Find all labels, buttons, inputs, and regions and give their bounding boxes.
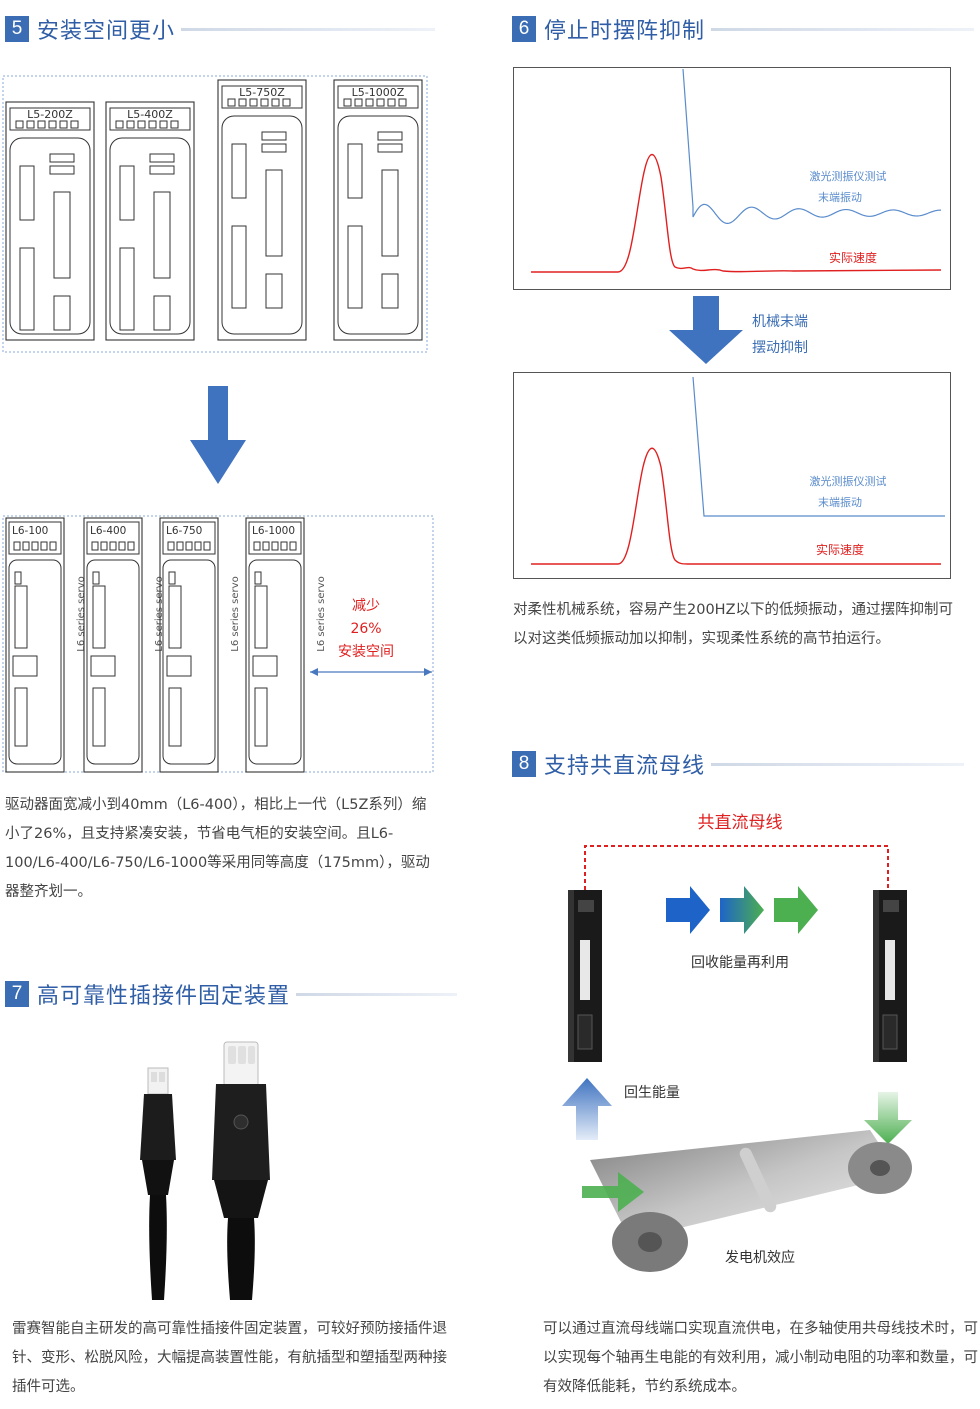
vibration-chart-before: 激光测振仪测试 末端振动 实际速度: [513, 67, 951, 290]
down-arrow-icon: [190, 386, 246, 484]
section-8-header: 8 支持共直流母线: [512, 749, 964, 779]
suppression-label-line-1: 机械末端: [752, 314, 808, 330]
regen-label: 回生能量: [624, 1085, 680, 1101]
header-rule: [181, 27, 435, 31]
section-7-header: 7 高可靠性插接件固定装置: [5, 979, 457, 1009]
reuse-label: 回收能量再利用: [691, 955, 789, 971]
reduction-line-3: 安装空间: [338, 644, 394, 660]
small-connector: [140, 1067, 176, 1300]
drive-model-label: L5-400Z: [127, 108, 173, 121]
series-label: L6 series servo: [230, 576, 241, 651]
section-title: 高可靠性插接件固定装置: [37, 984, 291, 1009]
drive-model-label: L6-400: [90, 525, 126, 537]
drive-model-label: L5-1000Z: [352, 86, 405, 99]
connector-photo: [140, 1041, 270, 1300]
speed-label: 实际速度: [829, 250, 877, 265]
servo-drive-left-icon: [568, 890, 602, 1062]
reduction-line-2: 26%: [350, 621, 381, 637]
section-number: 8: [512, 751, 536, 777]
drive-model-label: L5-200Z: [27, 108, 73, 121]
section-number: 6: [512, 16, 536, 42]
reduction-line-1: 减少: [352, 598, 380, 614]
speed-label: 实际速度: [816, 542, 864, 557]
vibration-label-2: 末端振动: [818, 495, 862, 509]
new-drive-2: L6-750 L6 series servo: [159, 517, 241, 773]
old-drive-2: L5-750Z: [217, 79, 307, 341]
vibration-label: 激光测振仪测试: [810, 169, 887, 183]
section-title: 停止时摆阵抑制: [544, 19, 706, 44]
header-rule: [711, 762, 964, 766]
section-8-paragraph: 可以通过直流母线端口实现直流供电，在多轴使用共母线技术时，可以实现每个轴再生电能…: [543, 1321, 978, 1395]
section-6-header: 6 停止时摆阵抑制: [512, 14, 974, 44]
old-drive-1: L5-400Z: [105, 101, 195, 341]
vibration-label-2: 末端振动: [818, 190, 862, 204]
section-5-paragraph: 驱动器面宽减小到40mm（L6-400），相比上一代（L5Z系列）缩小了26%，…: [5, 797, 430, 900]
dc-bus-diagram: 共直流母线 回收能量再利用 回生能量 发电机效应: [562, 813, 912, 1272]
large-connector: [212, 1041, 270, 1300]
vibration-label: 激光测振仪测试: [810, 474, 887, 488]
series-label: L6 series servo: [316, 576, 327, 651]
down-arrow-icon: [669, 296, 743, 364]
new-drive-3: L6-1000 L6 series servo: [245, 517, 327, 773]
old-drives-illustration: L5-200Z L5-400Z L5-750Z L5-1000Z: [2, 75, 428, 353]
generator-label: 发电机效应: [725, 1249, 795, 1266]
header-rule: [296, 992, 457, 996]
section-title: 安装空间更小: [37, 19, 176, 44]
section-6-paragraph: 对柔性机械系统，容易产生200HZ以下的低频振动，通过摆阵抑制可以对这类低频振动…: [513, 602, 954, 647]
section-number: 5: [5, 16, 29, 42]
suppression-label-line-2: 摆动抑制: [752, 340, 808, 356]
section-number: 7: [5, 981, 29, 1007]
old-drive-3: L5-1000Z: [333, 79, 423, 341]
dc-bus-label: 共直流母线: [698, 813, 783, 833]
drive-model-label: L5-750Z: [239, 86, 285, 99]
section-5-header: 5 安装空间更小: [5, 14, 435, 44]
drive-model-label: L6-1000: [252, 525, 295, 537]
header-rule: [711, 27, 974, 31]
drive-model-label: L6-100: [12, 525, 48, 537]
old-drive-0: L5-200Z: [5, 101, 95, 341]
section-title: 支持共直流母线: [544, 754, 706, 779]
servo-drive-right-icon: [873, 890, 907, 1062]
suppression-label: 机械末端 摆动抑制: [752, 309, 808, 361]
section-7-paragraph: 雷赛智能自主研发的高可靠性插接件固定装置，可较好预防接插件退针、变形、松脱风险，…: [12, 1321, 447, 1395]
new-drive-0: L6-100 L6 series servo: [5, 517, 87, 773]
vibration-chart-after: 激光测振仪测试 末端振动 实际速度: [513, 372, 951, 579]
series-label: L6 series servo: [76, 576, 87, 651]
drive-model-label: L6-750: [166, 525, 202, 537]
